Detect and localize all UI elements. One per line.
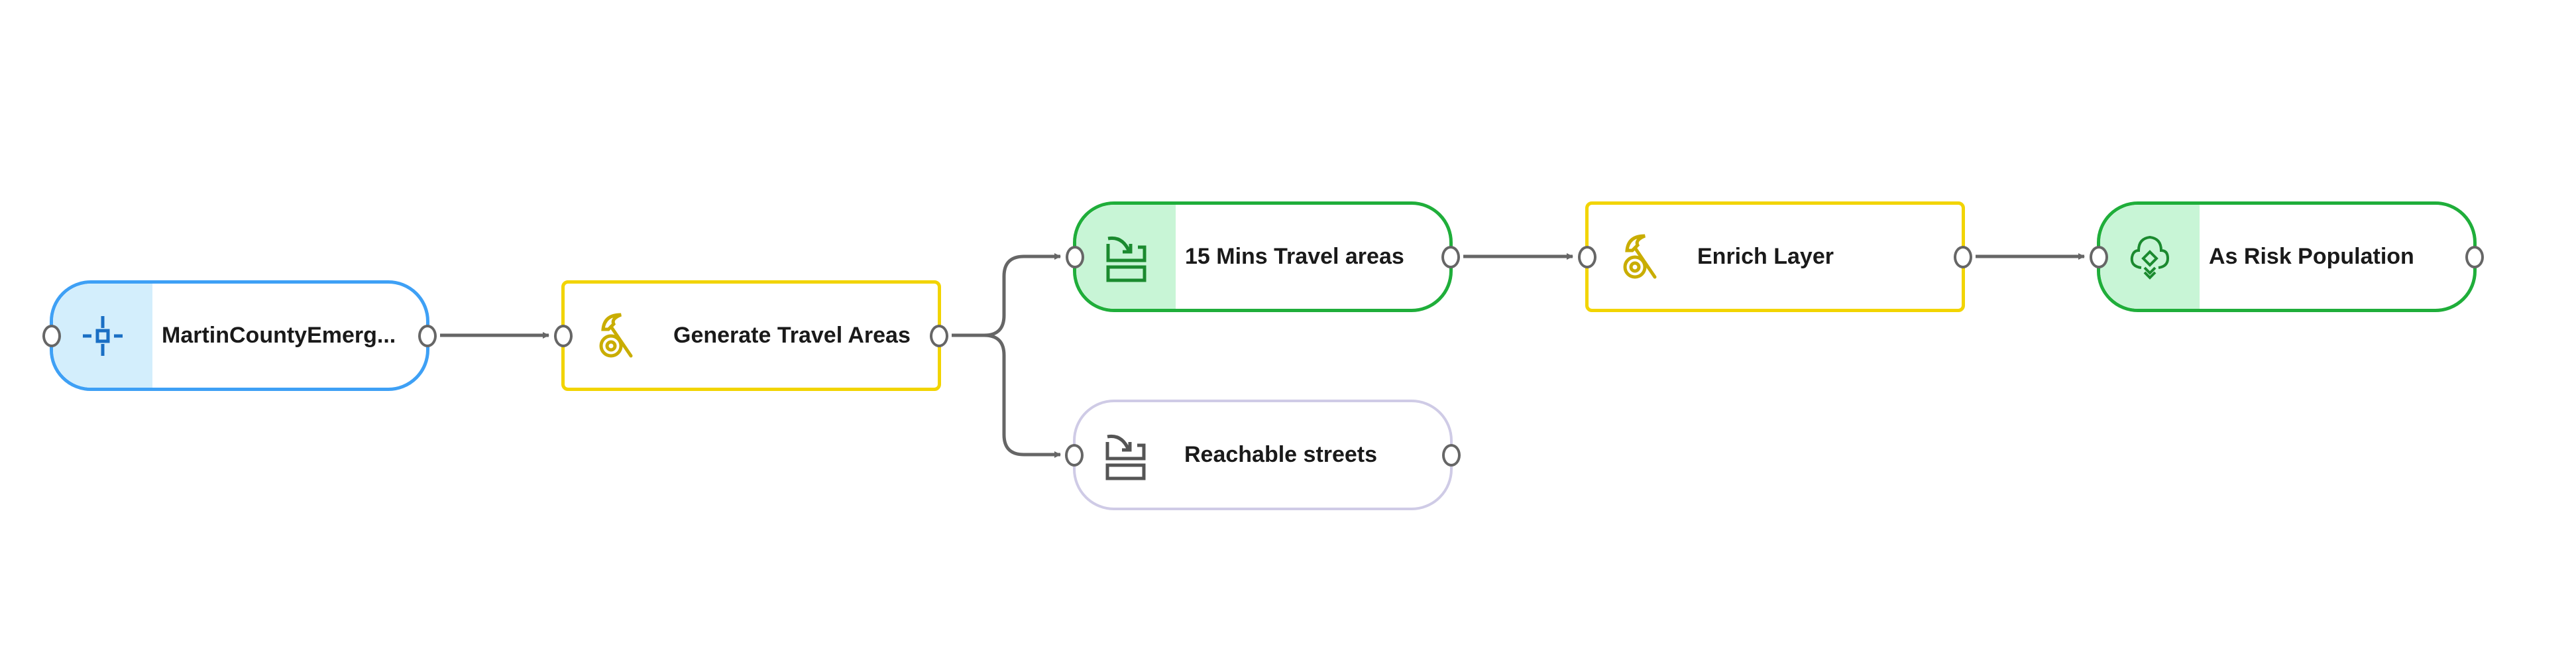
layer-output-icon (1076, 402, 1175, 508)
output-port[interactable] (1954, 245, 1972, 268)
node-label: Reachable streets (1184, 442, 1378, 467)
node-label: 15 Mins Travel areas (1185, 244, 1404, 269)
node-enrich-layer[interactable]: Enrich Layer (1578, 201, 1972, 312)
input-port[interactable] (1066, 245, 1084, 268)
edge-n2-n3[interactable] (952, 256, 1060, 337)
node-label: Enrich Layer (1697, 244, 1834, 269)
edge-n2-n4[interactable] (952, 333, 1060, 455)
node-15-mins-travel-areas[interactable]: 15 Mins Travel areas (1066, 201, 1460, 312)
input-port[interactable] (554, 324, 573, 347)
output-port[interactable] (1442, 443, 1461, 467)
node-label: As Risk Population (2209, 244, 2414, 269)
output-port[interactable] (1441, 245, 1460, 268)
input-port[interactable] (42, 324, 61, 347)
output-port[interactable] (930, 324, 948, 347)
node-as-risk-population[interactable]: As Risk Population (2090, 201, 2484, 312)
hammer-icon (1589, 205, 1688, 309)
node-reachable-streets[interactable]: Reachable streets (1065, 400, 1461, 510)
output-port[interactable] (2465, 245, 2484, 268)
node-label: MartinCountyEmerg... (162, 323, 396, 348)
layer-output-icon (1076, 205, 1176, 309)
hammer-icon (565, 284, 664, 388)
input-port[interactable] (1065, 443, 1084, 467)
node-martin-county[interactable]: MartinCountyEmerg... (42, 280, 437, 391)
cloud-layers-icon (2100, 205, 2200, 309)
output-port[interactable] (418, 324, 437, 347)
node-label: Generate Travel Areas (673, 323, 911, 348)
crosshair-icon (53, 284, 152, 388)
input-port[interactable] (1578, 245, 1596, 268)
node-generate-travel-areas[interactable]: Generate Travel Areas (554, 280, 948, 391)
input-port[interactable] (2090, 245, 2108, 268)
